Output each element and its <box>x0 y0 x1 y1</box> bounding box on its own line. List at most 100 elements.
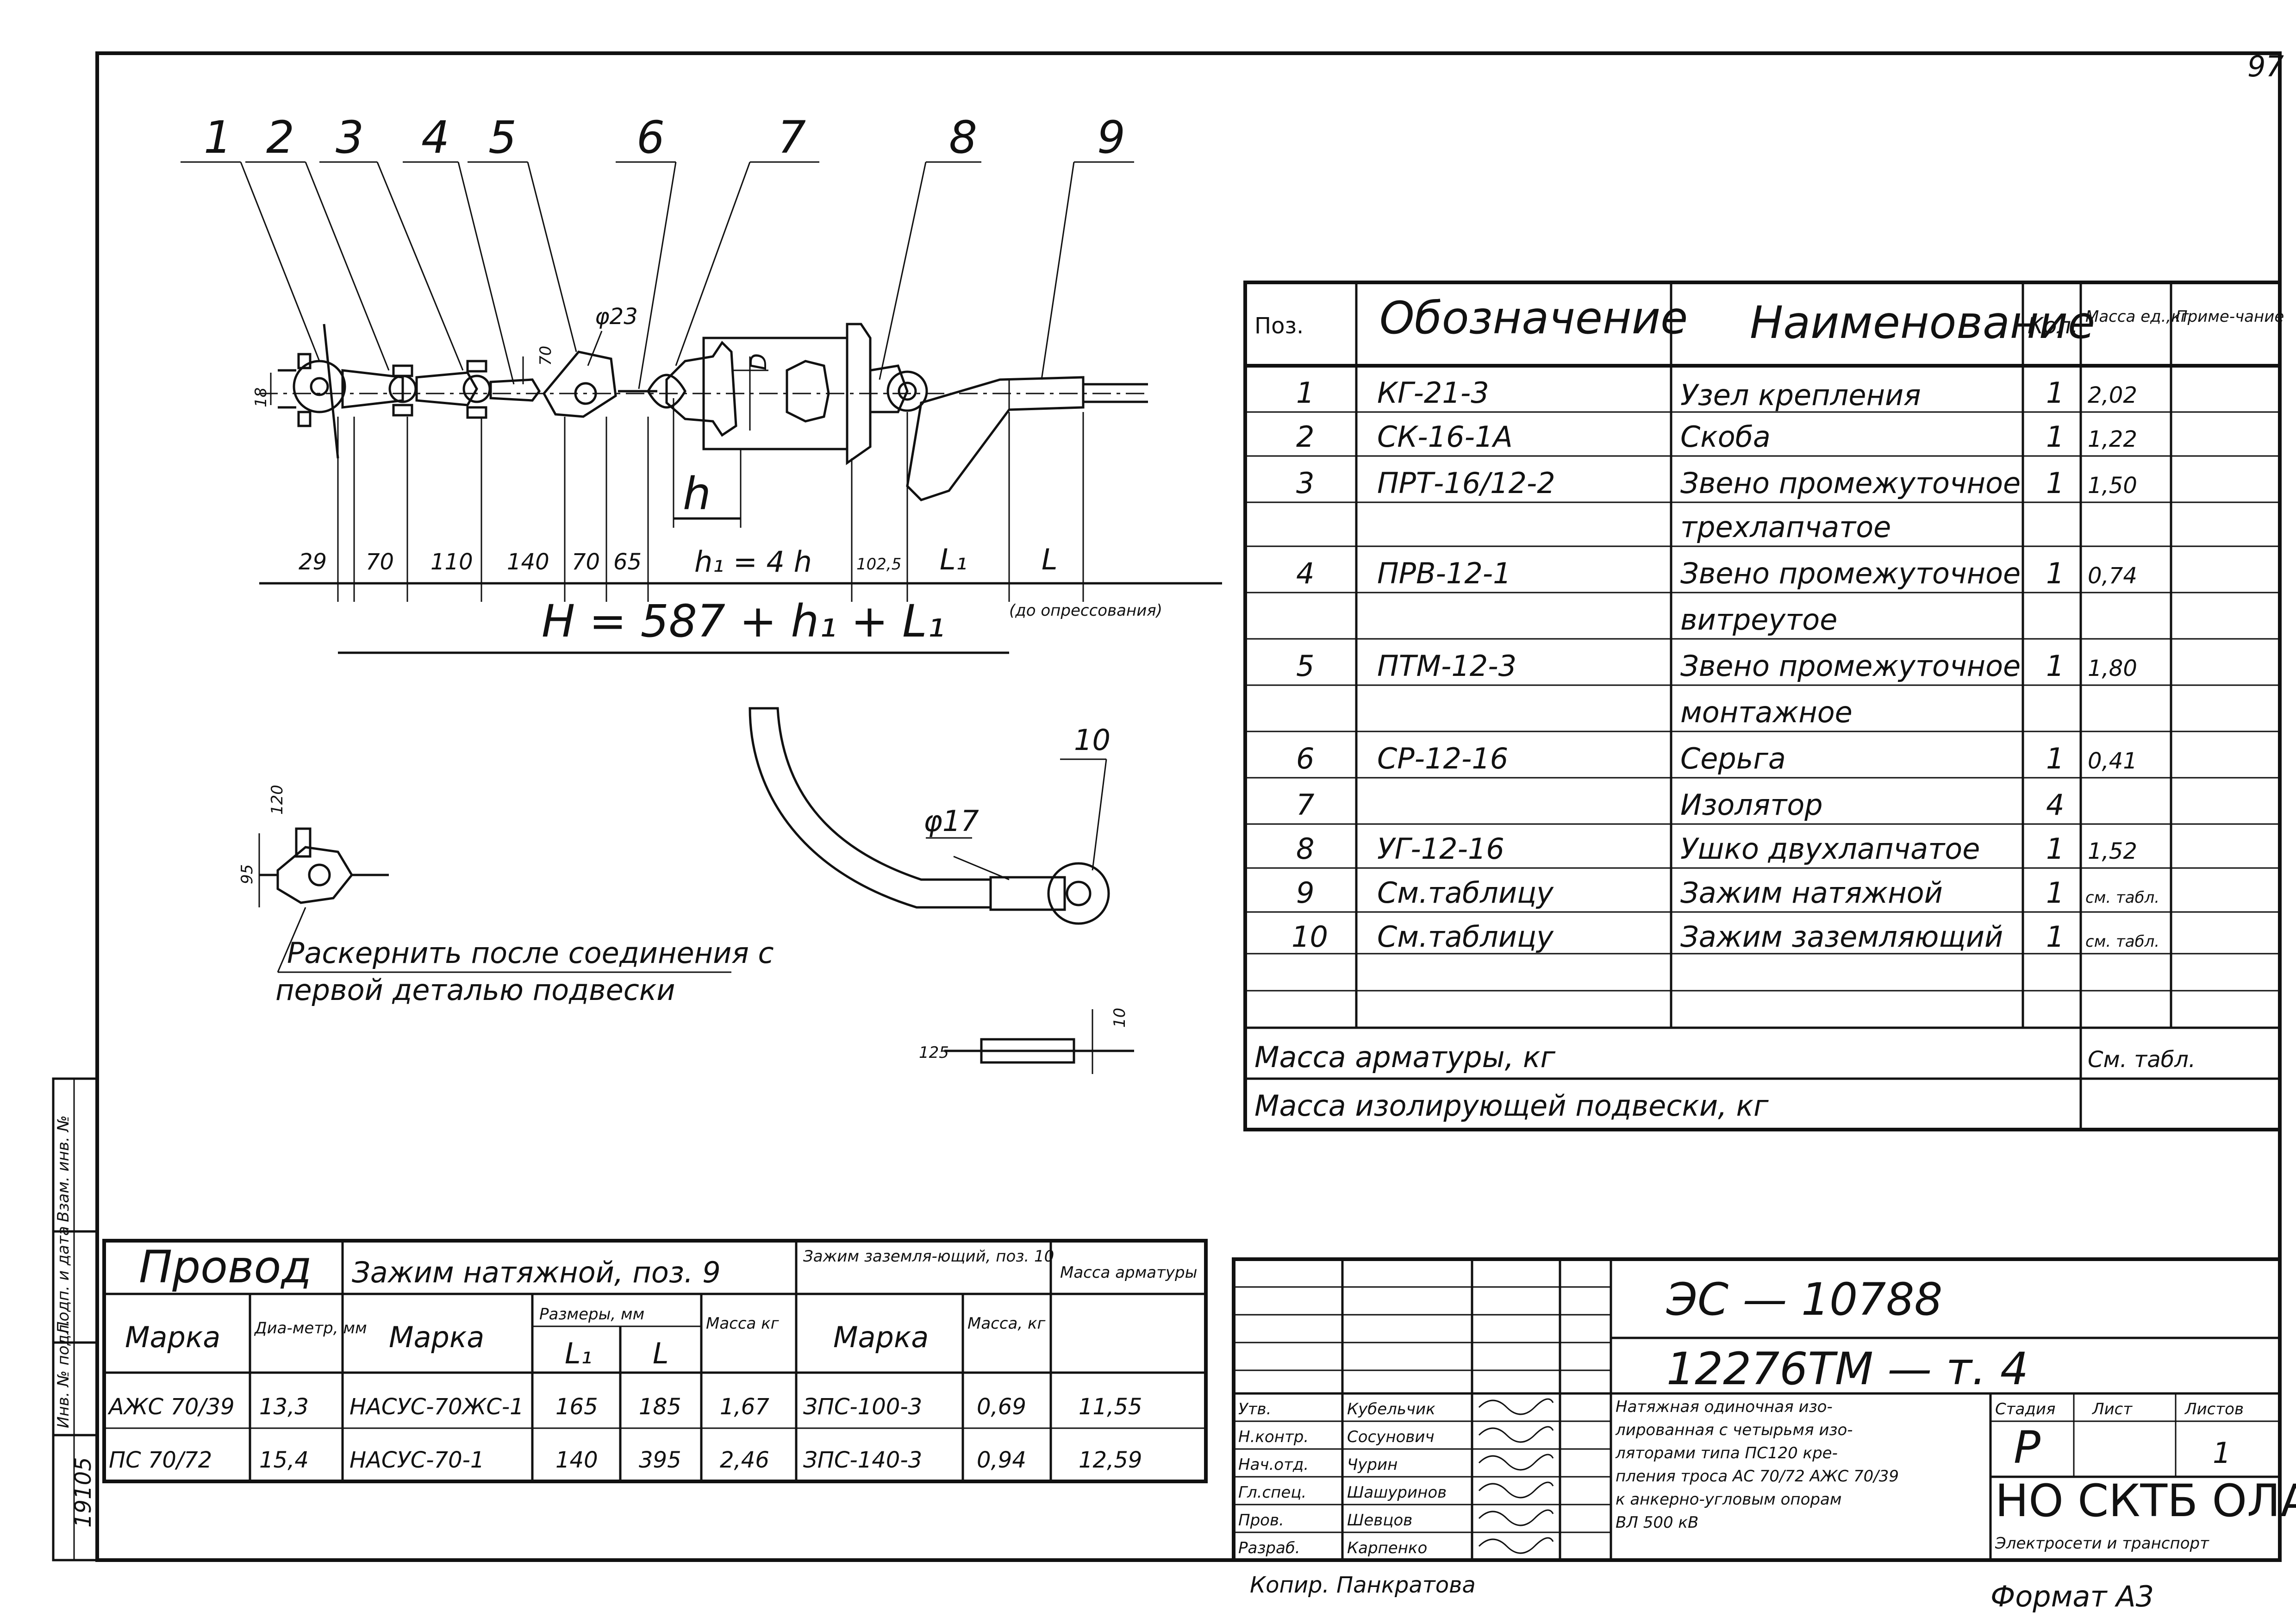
spec-row: 6 СР-12-16 Серьга 1 0,41 <box>1296 742 2137 775</box>
spec-name: Звено промежуточное <box>1680 649 2021 683</box>
assembly-drawing: 1 2 3 4 5 6 7 8 9 <box>181 112 1222 654</box>
dim-1025: 102,5 <box>856 555 901 574</box>
wt-wire: ПС 70/72 <box>109 1447 212 1473</box>
callout-3: 3 <box>336 112 364 163</box>
tb-sheets: 1 <box>2213 1436 2231 1470</box>
wt-clamp: НАСУС-70ЖС-1 <box>349 1394 524 1420</box>
dim-L1: L₁ <box>940 543 967 576</box>
cotter-detail: 120 95 Раскернить после соединения с пер… <box>238 785 774 1007</box>
wt-h-mark3: Марка <box>833 1320 929 1354</box>
tb-desc: Натяжная одиночная изо- <box>1616 1398 1833 1416</box>
callout-4: 4 <box>421 112 449 163</box>
dim-h1: h₁ = 4 h <box>694 545 812 579</box>
spec-qty: 1 <box>2046 466 2064 500</box>
wt-L: 395 <box>639 1447 681 1473</box>
tb-sheet-h: Лист <box>2091 1400 2133 1418</box>
tb-name: Шевцов <box>1347 1511 1412 1530</box>
spec-pos: 6 <box>1296 742 1314 775</box>
spec-mass: см. табл. <box>2085 932 2159 951</box>
wt-gm: 0,94 <box>977 1447 1026 1473</box>
spec-name: витреутое <box>1680 603 1837 637</box>
dim-70a: 70 <box>366 549 394 575</box>
spec-qty: 1 <box>2046 556 2064 590</box>
spec-qty: 1 <box>2046 420 2064 454</box>
spec-pos: 1 <box>1296 376 1314 410</box>
spec-row: 3 ПРТ-16/12-2 Звено промежуточное 1 1,50 <box>1296 466 2137 500</box>
wt-h-ground: Зажим заземля-ющий, поз. 10 <box>803 1247 1054 1266</box>
tb-stage: Р <box>2014 1422 2040 1474</box>
spec-row: 8 УГ-12-16 Ушко двухлапчатое 1 1,52 <box>1296 832 2137 866</box>
wt-h-mark1: Марка <box>125 1320 220 1354</box>
dim-total: H = 587 + h₁ + L₁ <box>542 595 945 647</box>
spec-name: Звено промежуточное <box>1680 466 2021 500</box>
spec-mass-insul: Масса изолирующей подвески, кг <box>1254 1089 1769 1123</box>
tb-stage-h: Стадия <box>1995 1400 2055 1418</box>
wt-wire: АЖС 70/39 <box>107 1394 235 1420</box>
spec-mass: 1,50 <box>2088 473 2137 499</box>
spec-code: ПРВ-12-1 <box>1377 556 1511 590</box>
wt-h-diam: Диа-метр, мм <box>254 1319 367 1337</box>
spec-mass: 0,74 <box>2088 563 2137 589</box>
spec-name: Скоба <box>1680 420 1771 454</box>
note-line2: первой деталью подвески <box>275 973 675 1007</box>
tb-role: Утв. <box>1238 1400 1271 1418</box>
spec-pos: 8 <box>1296 832 1314 866</box>
spec-h-note: Приме-чание <box>2176 307 2284 326</box>
tb-name: Кубельчик <box>1347 1400 1435 1418</box>
spec-qty: 1 <box>2046 649 2064 683</box>
spec-row: витреутое <box>1680 603 1837 637</box>
spec-row: 10 См.таблицу Зажим заземляющий 1 см. та… <box>1292 920 2159 954</box>
dim-L: L <box>1042 543 1058 576</box>
dim-phi17: φ17 <box>923 804 979 838</box>
tb-format: Формат А3 <box>1990 1580 2154 1613</box>
side-stamp-sign: Подп. и дата <box>54 1226 73 1333</box>
spec-mass: 1,52 <box>2088 838 2137 864</box>
spec-pos: 7 <box>1296 788 1314 822</box>
wt-h-wire: Провод <box>139 1241 312 1293</box>
callout-9: 9 <box>1097 112 1125 163</box>
wt-row: ПС 70/72 15,4 НАСУС-70-1 140 395 2,46 ЗП… <box>109 1447 1142 1473</box>
spec-row: 5 ПТМ-12-3 Звено промежуточное 1 1,80 <box>1296 649 2137 683</box>
spec-mass: 0,41 <box>2088 748 2137 774</box>
spec-pos: 9 <box>1296 876 1314 910</box>
dim-10: 10 <box>1111 1008 1129 1028</box>
spec-pos: 2 <box>1296 420 1314 454</box>
spec-row: монтажное <box>1680 695 1853 729</box>
spec-pos: 5 <box>1296 649 1314 683</box>
spec-table: Поз. Обозначение Наименование Кол. Масса… <box>1243 281 2284 1131</box>
callout-2: 2 <box>266 112 294 163</box>
wt-h-L: L <box>653 1337 669 1370</box>
wt-m: 2,46 <box>720 1447 769 1473</box>
wt-d: 15,4 <box>259 1447 309 1473</box>
spec-h-mass: Масса ед.,кг <box>2085 307 2190 326</box>
spec-code: См.таблицу <box>1377 920 1554 954</box>
spec-name: Ушко двухлапчатое <box>1680 832 1980 866</box>
tb-name: Карпенко <box>1347 1539 1427 1557</box>
wt-h-kg: Масса кг <box>706 1314 780 1333</box>
wt-L1: 140 <box>555 1447 598 1473</box>
callout-5: 5 <box>488 112 517 163</box>
spec-name: трехлапчатое <box>1680 510 1891 544</box>
wt-h-clamp: Зажим натяжной, поз. 9 <box>352 1255 721 1289</box>
sheet-number: 97 <box>2247 50 2284 83</box>
wt-L: 185 <box>639 1394 681 1420</box>
callout-6: 6 <box>636 112 665 163</box>
tb-doc: ЭС — 10788 <box>1666 1274 1942 1325</box>
dim-65: 65 <box>613 549 642 575</box>
wt-h-mark2: Марка <box>389 1320 484 1354</box>
spec-qty: 1 <box>2046 920 2064 954</box>
spec-qty: 1 <box>2046 742 2064 775</box>
tb-desc: к анкерно-угловым опорам <box>1616 1490 1842 1509</box>
spec-code: КГ-21-3 <box>1377 376 1489 410</box>
tb-org-sub: Электросети и транспорт <box>1995 1534 2209 1553</box>
wt-h-L1: L₁ <box>565 1337 592 1370</box>
tb-desc: ляторами типа ПС120 кре- <box>1615 1444 1838 1462</box>
spec-name: Узел крепления <box>1680 378 1921 412</box>
spec-name: Изолятор <box>1680 788 1823 822</box>
spec-row: 2 СК-16-1А Скоба 1 1,22 <box>1296 420 2137 454</box>
title-block: ЭС — 10788 12276ТМ — т. 4 Утв. Н.контр. … <box>1232 1257 2296 1613</box>
dim-70b: 70 <box>572 549 600 575</box>
spec-h-qty: Кол. <box>2028 313 2078 339</box>
wt-L1: 165 <box>555 1394 598 1420</box>
